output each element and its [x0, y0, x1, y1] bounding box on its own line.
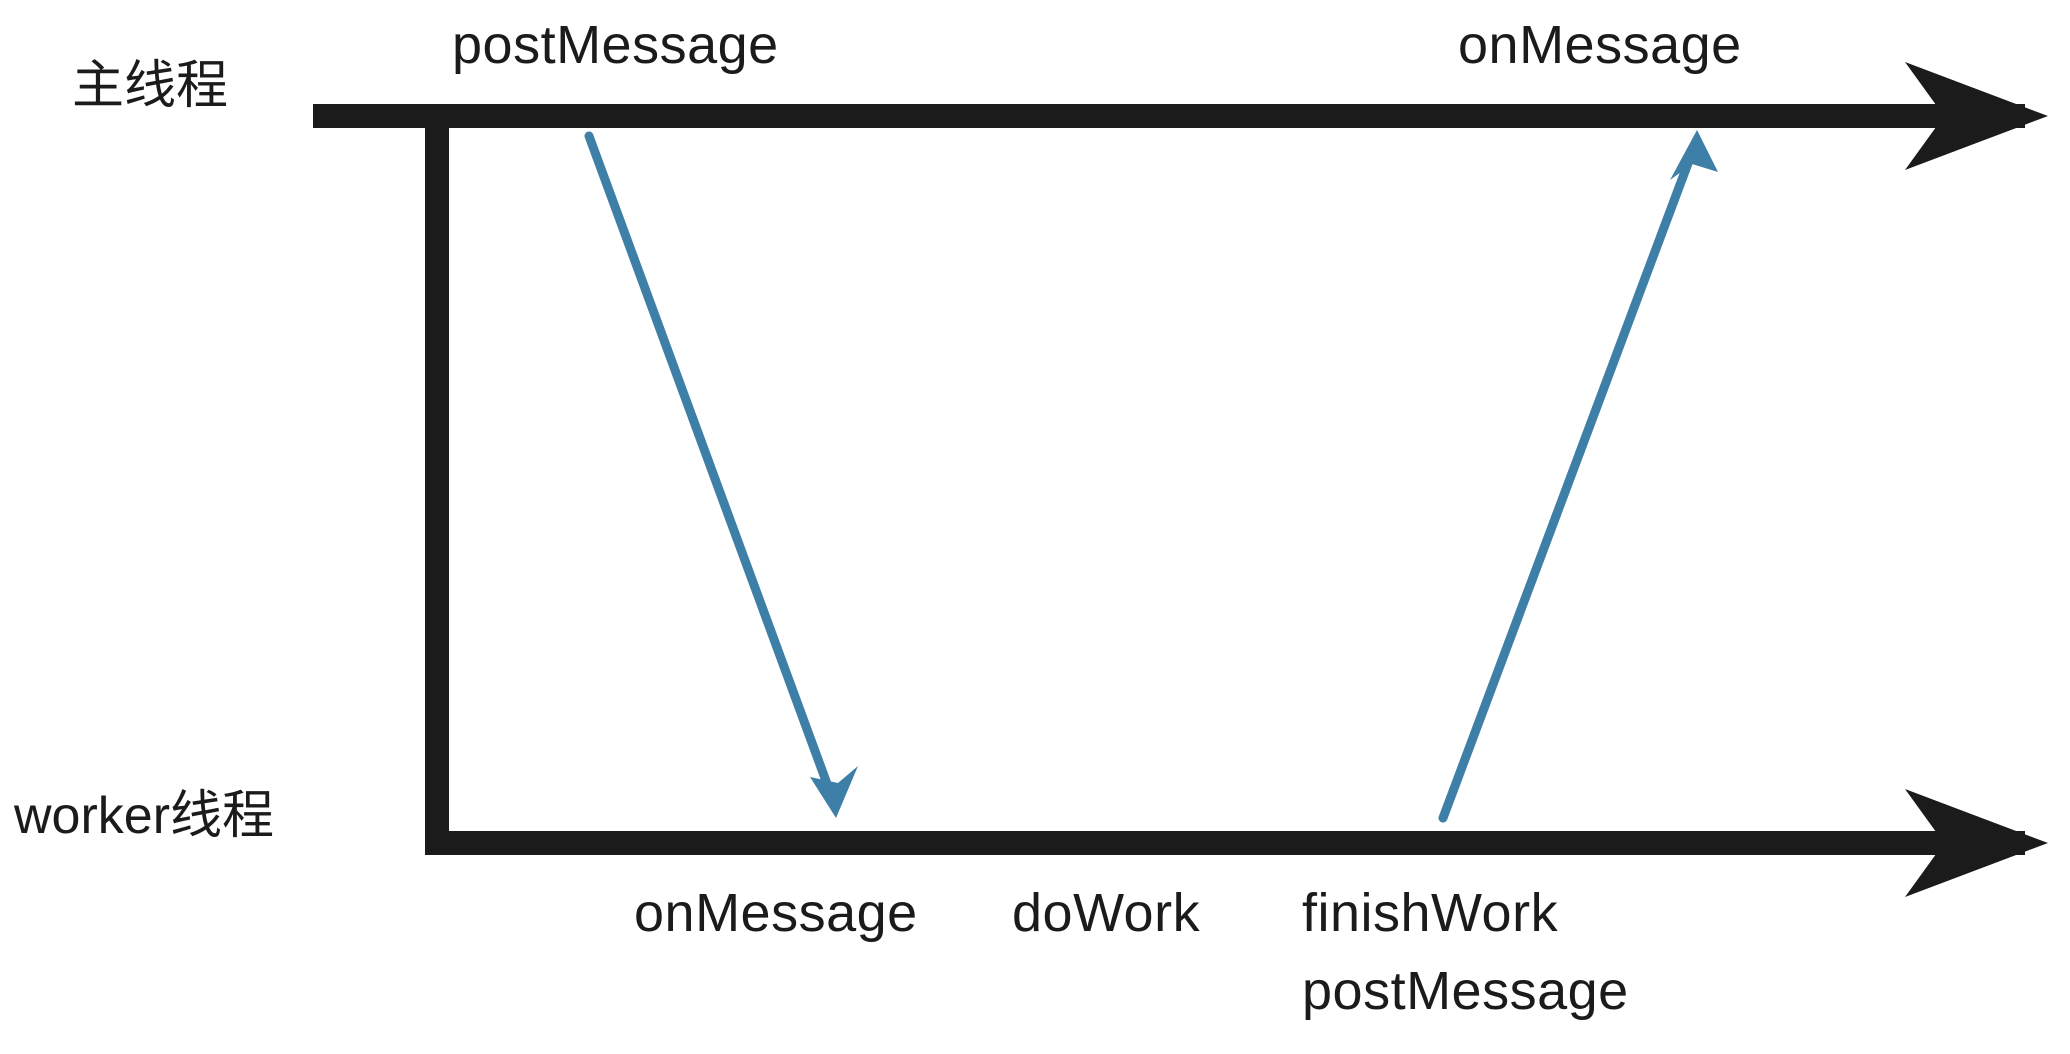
main-thread-line [313, 104, 2025, 128]
message-arrow-up-shaft [1438, 145, 1698, 823]
main-thread-post-message-label: postMessage [452, 15, 779, 75]
main-thread-on-message-label: onMessage [1458, 15, 1742, 75]
message-arrow-up-head-icon [1670, 130, 1718, 180]
worker-thread-post-message-label: postMessage [1302, 961, 1629, 1021]
worker-thread-axis [425, 789, 2048, 897]
message-arrow-worker-to-main [1438, 130, 1718, 823]
main-thread-lane-label: 主线程 [72, 57, 229, 115]
lane-connector-line [425, 116, 449, 855]
message-arrow-main-to-worker [584, 131, 858, 818]
message-arrow-down-shaft [584, 131, 838, 805]
worker-thread-arrowhead-icon [1905, 789, 2048, 897]
worker-thread-on-message-label: onMessage [634, 883, 918, 943]
worker-thread-line [425, 831, 2025, 855]
message-arrow-down-head-icon [810, 766, 858, 818]
main-thread-arrowhead-icon [1905, 62, 2048, 170]
main-thread-axis [313, 62, 2048, 170]
worker-thread-do-work-label: doWork [1012, 883, 1201, 943]
worker-thread-finish-work-label: finishWork [1302, 883, 1559, 943]
worker-thread-lane-label: worker线程 [14, 787, 275, 845]
